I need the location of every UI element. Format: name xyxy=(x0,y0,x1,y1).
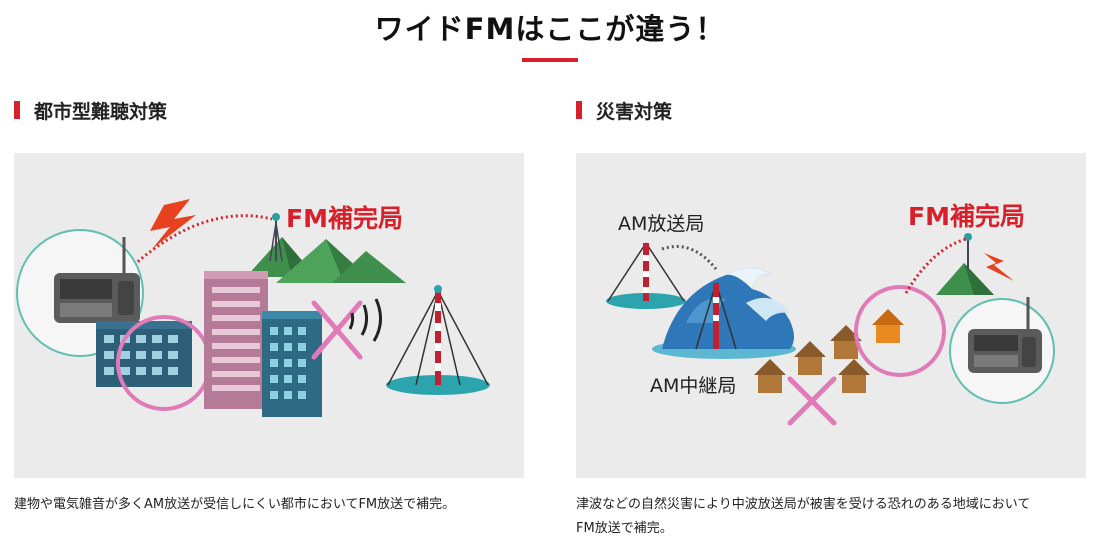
am-station-label: AM放送局 xyxy=(618,209,704,236)
heading-marker xyxy=(576,101,582,119)
section-urban-reception: 都市型難聴対策 xyxy=(14,96,524,124)
fm-tower-icon xyxy=(964,233,972,269)
section-disaster: 災害対策 xyxy=(576,96,1086,124)
am-tower-icon xyxy=(606,243,686,309)
disaster-illustration: AM放送局 FM補完局 AM中継局 xyxy=(576,153,1086,478)
caption-line: 津波などの自然災害により中波放送局が被害を受ける恐れのある地域において xyxy=(576,493,1096,517)
mountain-icon xyxy=(936,263,994,295)
urban-illustration-svg xyxy=(14,153,524,478)
urban-illustration: FM補完局 xyxy=(14,153,524,478)
heading-marker xyxy=(14,101,20,119)
section-title: 都市型難聴対策 xyxy=(34,97,167,124)
fm-tower-icon xyxy=(270,213,282,261)
am-tower-icon xyxy=(386,285,490,395)
caption-line: FM放送で補完。 xyxy=(576,517,1096,541)
am-relay-label: AM中継局 xyxy=(650,371,736,398)
tsunami-icon xyxy=(652,268,796,359)
section-heading: 災害対策 xyxy=(576,96,1086,124)
office-building-icon xyxy=(262,311,322,417)
lightning-icon xyxy=(984,253,1014,281)
am-signal-wave xyxy=(350,299,381,341)
fm-station-label: FM補完局 xyxy=(286,199,403,235)
tower-building-icon xyxy=(204,271,268,409)
fm-station-label: FM補完局 xyxy=(908,197,1025,233)
lightning-icon xyxy=(150,199,196,249)
page-title: ワイドFMはここが違う！ xyxy=(0,6,1100,48)
title-underline xyxy=(522,58,578,62)
building-icon xyxy=(96,321,192,387)
section-heading: 都市型難聴対策 xyxy=(14,96,524,124)
blocked-x-icon xyxy=(790,379,834,423)
section-caption: 津波などの自然災害により中波放送局が被害を受ける恐れのある地域において FM放送… xyxy=(576,493,1096,541)
section-caption: 建物や電気雑音が多くAM放送が受信しにくい都市においてFM放送で補完。 xyxy=(14,493,534,517)
section-title: 災害対策 xyxy=(596,97,672,124)
am-signal-wave xyxy=(662,247,716,270)
